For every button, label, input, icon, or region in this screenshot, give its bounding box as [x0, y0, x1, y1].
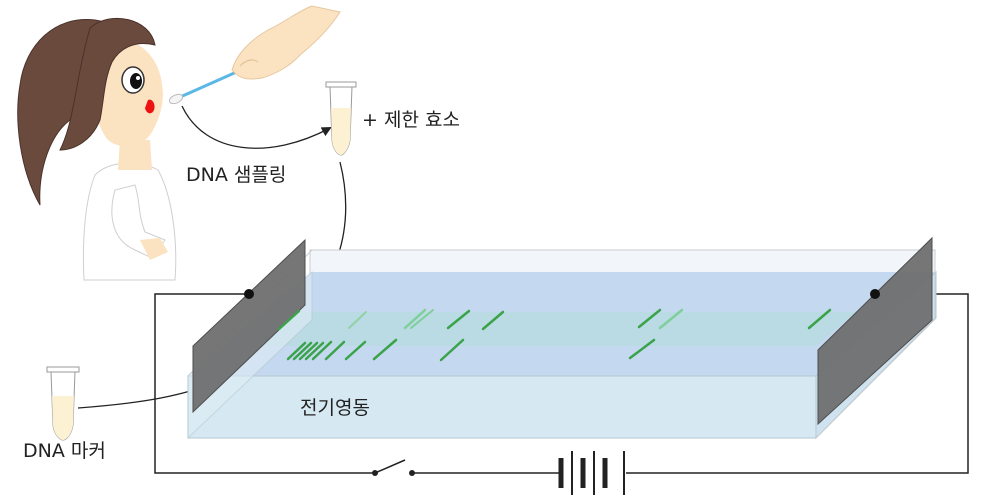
electrode-left [192, 238, 306, 414]
label-electrophoresis: 전기영동 [300, 397, 370, 419]
hand [231, 5, 341, 80]
tube-icon [325, 81, 357, 156]
label-restriction-enzyme: + 제한 효소 [362, 109, 460, 131]
neck [118, 140, 152, 170]
electrode-right [817, 236, 933, 426]
face [93, 39, 163, 147]
hand-swab-icon [168, 5, 341, 105]
gel-front-face [187, 375, 817, 439]
battery-icon [558, 451, 625, 495]
hand [140, 238, 168, 260]
hair-front [59, 17, 156, 151]
label-dna-marker: DNA 마커 [23, 440, 106, 462]
person-icon [17, 17, 177, 281]
switch-icon [372, 459, 415, 476]
lips [145, 99, 155, 114]
dna-bands [277, 308, 832, 362]
label-dna-sampling: DNA 샘플링 [186, 164, 286, 186]
arrow-sample-to-tube [181, 105, 332, 149]
tube-icon [46, 366, 80, 441]
